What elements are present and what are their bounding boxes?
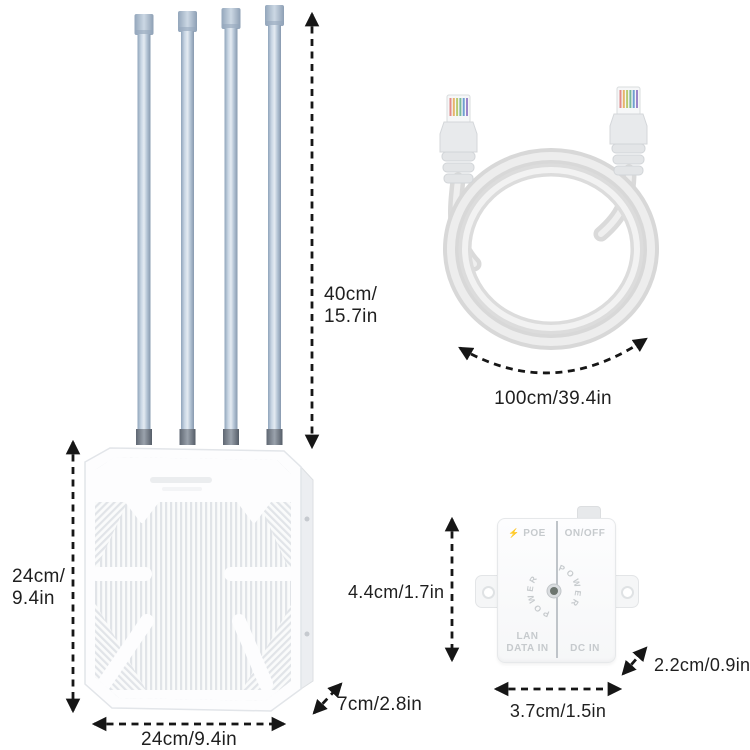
side-screw-bottom [304,631,310,637]
device-face-texture [95,457,291,701]
cable-length-arrow [458,337,648,375]
mount-hole-icon [621,586,634,599]
injector-dcin-port-label: DC IN [570,643,600,654]
injector-height-label: 4.4cm/1.7in [348,582,445,602]
antenna-4 [265,5,284,445]
poe-injector: ⚡ POE ON/OFF LAN DATA IN DC IN POWER POW… [497,518,616,663]
rj45-connector-right [609,86,648,176]
ethernet-cable [439,86,659,350]
device-height-label: 24cm/ 9.4in [12,566,66,609]
injector-mount-ear-left [475,575,500,608]
device-depth-arrow [312,682,343,715]
injector-poe-port-label: ⚡ POE [508,528,546,539]
power-led-icon [550,587,558,595]
rj45-connector-left [439,94,478,184]
injector-onoff-label: ON/OFF [564,528,606,539]
power-label-right: POWER [557,563,580,610]
antenna-3 [221,8,241,445]
mount-hole-icon [482,586,495,599]
access-point-body [84,447,314,712]
injector-depth-arrow [621,646,648,676]
svg-text:POWER: POWER [557,563,583,610]
power-label-left: POWER [525,572,548,619]
antenna-1 [134,14,154,445]
antenna-2 [178,11,197,445]
antenna-length-label: 40cm/ 15.7in [324,284,378,327]
cable-length-label: 100cm/39.4in [494,388,612,409]
dimension-arrows [65,11,648,732]
lightning-icon: ⚡ [508,528,520,538]
injector-center-graphic: POWER POWER [525,563,583,620]
device-side-panel [300,465,314,690]
injector-width-label: 3.7cm/1.5in [509,701,607,721]
injector-mount-ear-right [614,575,639,608]
svg-text:POWER: POWER [525,572,551,619]
injector-depth-label: 2.2cm/0.9in [654,655,750,675]
antennas-group [134,5,284,445]
device-depth-label: 7cm/2.8in [337,694,423,715]
side-screw-top [304,516,310,522]
injector-lan-port-label: LAN DATA IN [506,631,549,654]
device-width-label: 24cm/9.4in [141,729,237,750]
faint-logo [150,477,212,483]
